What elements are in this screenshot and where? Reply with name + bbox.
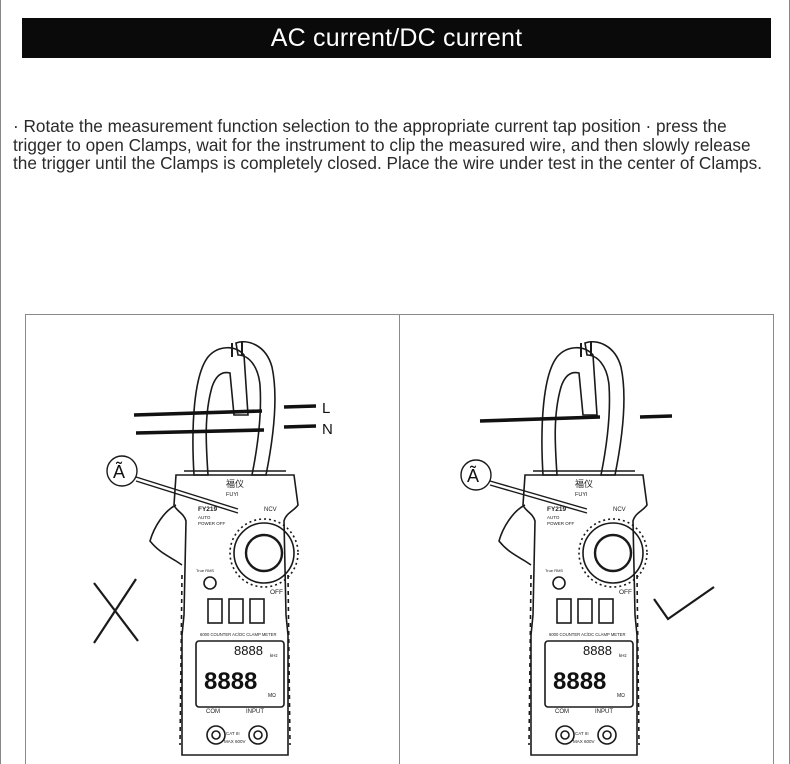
lcd-primary-digits: 8888 <box>204 668 257 695</box>
meter-body <box>173 474 299 756</box>
banner-title: AC current/DC current <box>270 23 523 52</box>
jack-com-label: COM <box>206 709 220 715</box>
meter-off: OFF <box>270 589 283 596</box>
meter-brand-sub: FUYI <box>575 492 588 498</box>
page-edge-left <box>0 0 1 764</box>
meter-counter-label: 6000 COUNTER AC/DC CLAMP METER <box>200 632 276 637</box>
wire-label-l: L <box>322 400 330 417</box>
meter-max: MAX 600V <box>224 739 246 744</box>
section-banner: AC current/DC current <box>22 18 771 58</box>
wire-neutral-left <box>135 428 265 435</box>
lcd-mohm: MΩ <box>617 693 625 699</box>
lcd-secondary-digits: 8888 <box>583 643 612 658</box>
lcd-hz: kHz <box>619 653 627 658</box>
wire-neutral-right <box>283 424 317 429</box>
meter-true-rms: True RMS <box>545 568 563 573</box>
meter-max: MAX 600V <box>573 739 595 744</box>
wire-live-left <box>133 409 263 417</box>
callout-circle <box>460 459 492 491</box>
clamp-jaw-right <box>235 341 276 476</box>
meter-off: OFF <box>619 589 632 596</box>
meter-ncv: NCV <box>613 507 626 513</box>
check-icon <box>653 586 715 621</box>
meter-cat: CAT III <box>226 731 240 736</box>
meter-power-off: POWER OFF <box>198 521 225 526</box>
meter-model: FY219 <box>547 506 567 513</box>
meter-auto: AUTO <box>547 515 560 520</box>
lcd-secondary-digits: 8888 <box>234 643 263 658</box>
meter-model: FY219 <box>198 506 218 513</box>
jack-input-label: INPUT <box>595 709 613 715</box>
instructions-text: · Rotate the measurement function select… <box>13 116 762 173</box>
clamp-trigger <box>149 504 183 566</box>
meter-brand-sub: FUYI <box>226 492 239 498</box>
meter-ncv: NCV <box>264 507 277 513</box>
wire-left <box>479 415 601 423</box>
cross-icon <box>93 578 139 644</box>
callout-symbol: Ã <box>467 465 479 486</box>
clamp-jaw-right <box>584 341 625 476</box>
meter-auto: AUTO <box>198 515 211 520</box>
clamp-jaw-left <box>541 346 598 476</box>
clamp-jaw-left <box>192 346 249 476</box>
lcd-display <box>544 640 634 708</box>
jack-input-label: INPUT <box>246 709 264 715</box>
wire-live-right <box>283 404 317 409</box>
callout-symbol: Ã <box>113 461 125 482</box>
rotary-dial <box>233 522 295 584</box>
wire-label-n: N <box>322 421 333 438</box>
clamp-trigger <box>498 504 532 566</box>
lcd-display <box>195 640 285 708</box>
figure-incorrect: 福仪 FUYI FY219 AUTO POWER OFF NCV OFF Tru… <box>25 314 401 764</box>
meter-body <box>522 474 648 756</box>
meter-power-off: POWER OFF <box>547 521 574 526</box>
lcd-hz: kHz <box>270 653 278 658</box>
meter-cat: CAT III <box>575 731 589 736</box>
meter-brand: 福仪 <box>575 478 593 489</box>
clamp-meter-illustration-incorrect: 福仪 FUYI FY219 AUTO POWER OFF NCV OFF Tru… <box>93 341 333 756</box>
meter-true-rms: True RMS <box>196 568 214 573</box>
wire-right <box>639 414 673 419</box>
callout-circle <box>106 455 138 487</box>
lcd-mohm: MΩ <box>268 693 276 699</box>
rotary-dial <box>582 522 644 584</box>
meter-brand: 福仪 <box>226 478 244 489</box>
figure-correct: 福仪 FUYI FY219 AUTO POWER OFF NCV OFF Tru… <box>399 314 774 764</box>
jack-com-label: COM <box>555 709 569 715</box>
meter-counter-label: 6000 COUNTER AC/DC CLAMP METER <box>549 632 625 637</box>
clamp-meter-illustration-correct: 福仪 FUYI FY219 AUTO POWER OFF NCV OFF Tru… <box>460 341 715 756</box>
lcd-primary-digits: 8888 <box>553 668 606 695</box>
